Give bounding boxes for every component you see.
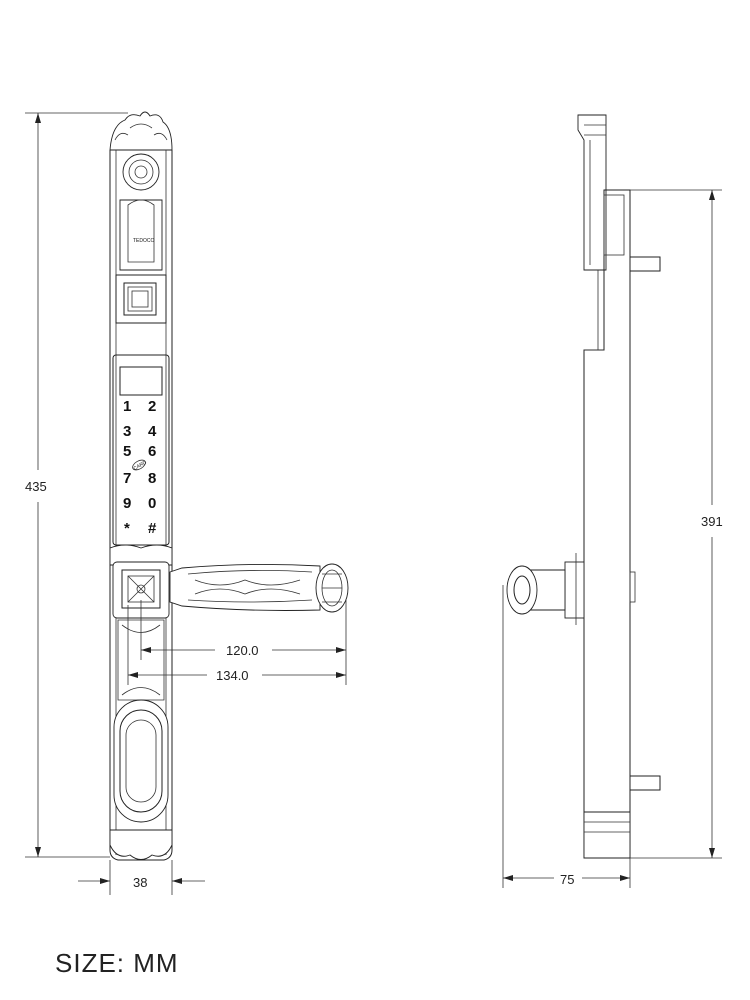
dimension-depth-75: 75 [502, 585, 631, 888]
key-2: 2 [148, 398, 156, 415]
side-bolt-top [629, 256, 661, 272]
key-4: 4 [148, 423, 157, 440]
top-cover [119, 199, 163, 271]
key-6: 6 [148, 443, 156, 460]
dimension-handle-120: 120.0 [140, 600, 347, 685]
keypad-panel [112, 354, 170, 546]
side-body-profile [583, 189, 631, 859]
key-star: * [124, 520, 130, 537]
front-view: TEDOCO 1 2 3 4 5 6 7 8 9 0 * # CARD [109, 111, 349, 861]
side-knob-nub [629, 571, 636, 603]
dimension-height-391: 391 [630, 189, 723, 859]
key-7: 7 [123, 470, 131, 487]
display-window [119, 366, 163, 396]
key-5: 5 [123, 443, 131, 460]
size-unit-note: SIZE: MM [55, 948, 179, 978]
brand-mark: TEDOCO [133, 238, 155, 244]
dimension-width-38: 38 [78, 860, 205, 895]
dimension-label-120: 120.0 [226, 643, 259, 658]
key-0: 0 [148, 495, 156, 512]
handle-lever [169, 563, 349, 613]
dimension-label-391: 391 [701, 514, 723, 529]
dimension-label-75: 75 [560, 872, 574, 887]
side-top-block [577, 114, 607, 271]
side-bolt-bottom [629, 775, 661, 791]
top-ornament [109, 111, 173, 191]
dimension-label-435: 435 [25, 479, 47, 494]
dimension-height-435: 435 [25, 112, 128, 858]
dimension-handle-134: 134.0 [127, 605, 346, 685]
side-handle [506, 553, 585, 625]
side-bottom-block [583, 811, 631, 859]
bottom-ornament [109, 829, 173, 860]
front-plate-outline [109, 150, 173, 861]
key-cylinder-cover [113, 699, 169, 823]
key-9: 9 [123, 495, 131, 512]
fingerprint-reader [115, 274, 167, 324]
dimension-label-134: 134.0 [216, 668, 249, 683]
side-view [506, 114, 661, 859]
middle-ornament [109, 544, 173, 566]
key-8: 8 [148, 470, 156, 487]
key-hash: # [148, 520, 157, 537]
key-1: 1 [123, 398, 131, 415]
key-3: 3 [123, 423, 131, 440]
dimension-label-38: 38 [133, 875, 147, 890]
keypad: 1 2 3 4 5 6 7 8 9 0 * # CARD [123, 398, 157, 537]
